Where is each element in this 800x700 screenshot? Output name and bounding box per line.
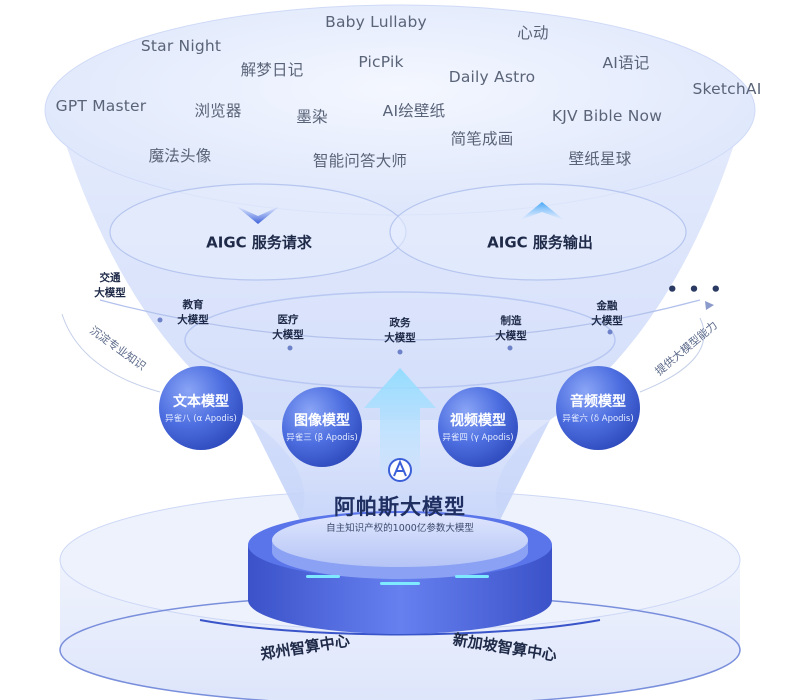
model-sub-text: 异雀八 (α Apodis) [165,414,237,424]
app-label: AI语记 [602,54,650,72]
service-request-label: AIGC 服务请求 [206,233,312,252]
side-label-left: 沉淀专业知识 [87,323,149,374]
app-label: KJV Bible Now [551,107,663,125]
up-arrow-icon [364,368,436,475]
app-label: SketchAI [692,80,762,98]
app-label: PicPik [358,53,404,71]
request-chevron-icon [236,206,280,224]
service-output-label: AIGC 服务输出 [487,233,593,252]
compute-platform [248,511,552,634]
model-title-audio: 音频模型 [570,394,626,410]
model-title-video: 视频模型 [450,413,506,429]
model-title-image: 图像模型 [294,413,350,429]
core-model-subtitle: 自主知识产权的1000亿参数大模型 [326,523,474,534]
model-title-text: 文本模型 [173,394,229,410]
service-circles [109,183,687,281]
compute-center-left: 郑州智算中心 [259,631,351,664]
industry-label-manufacturing: 制造大模型 [495,315,527,342]
app-label: Star Night [140,37,222,55]
compute-center-right: 新加坡智算中心 [451,630,559,665]
industry-label-medical: 医疗大模型 [272,314,304,341]
app-label: AI绘壁纸 [382,102,446,120]
side-label-right: 提供大模型能力 [652,318,720,379]
app-label: Daily Astro [448,68,536,86]
app-label: 简笔成画 [450,130,514,148]
right-arrow-icon [705,301,714,310]
app-label: 墨染 [296,108,328,126]
industry-label-education: 教育大模型 [177,299,209,326]
model-sub-video: 异雀四 (γ Apodis) [442,433,514,443]
model-sub-audio: 异雀六 (δ Apodis) [562,414,634,424]
industry-label-government: 政务大模型 [384,317,416,344]
output-chevron-icon [520,202,564,220]
core-model-title: 阿帕斯大模型 [334,495,466,519]
more-indicator: • • • [666,279,724,301]
app-label: 魔法头像 [148,147,212,165]
app-label: 解梦日记 [240,61,304,79]
app-label: GPT Master [55,97,147,115]
industry-arc [61,299,714,393]
industry-label-transport: 交通大模型 [94,272,126,299]
app-label: 心动 [517,24,549,42]
app-label: Baby Lullaby [325,13,427,31]
app-label: 智能问答大师 [312,152,408,170]
apodis-logo-icon [388,458,412,482]
model-spheres [159,366,640,467]
industry-label-finance: 金融大模型 [591,300,623,327]
app-label: 浏览器 [194,102,242,120]
model-sub-image: 异雀三 (β Apodis) [286,433,358,443]
app-label: 壁纸星球 [568,150,632,168]
